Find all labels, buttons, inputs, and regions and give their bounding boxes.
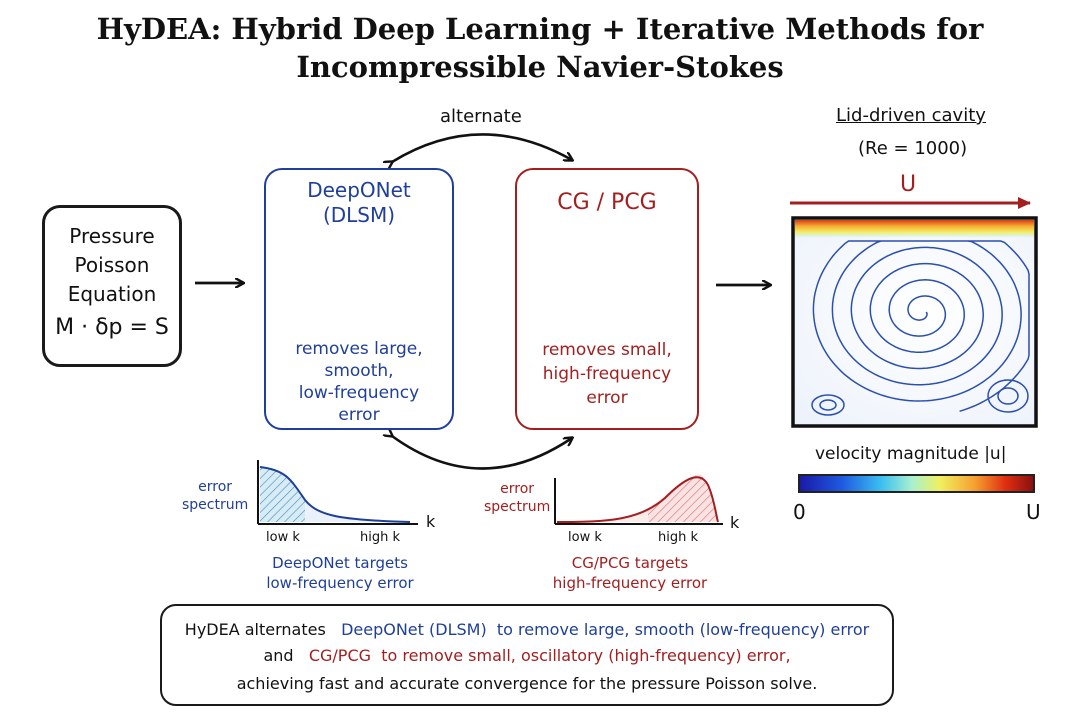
cavity-plot [790,197,1038,428]
spectrum-left-tick-high: high k [360,530,401,545]
pressure-equation: M · δp = S [55,315,169,340]
summary-l2-cg: CG/PCG [308,646,372,665]
alternate-label: alternate [440,106,522,127]
spectrum-right-caption-2: high-frequency error [552,574,708,592]
colorbar-min: 0 [793,500,806,524]
spectrum-right-ylabel-1: error [500,481,535,497]
summary-l1-a: HyDEA alternates [184,620,326,639]
spectrum-right-tick-low: low k [568,530,602,545]
pressure-poisson-box: Pressure Poisson Equation M · δp = S [42,205,182,367]
page-title: HyDEA: Hybrid Deep Learning + Iterative … [0,10,1080,86]
colorbar-label: velocity magnitude |u| [815,444,1007,464]
spectrum-right-axis: k [730,513,740,532]
spectrum-right-caption: CG/PCG targets high-frequency error [535,553,725,593]
deeponet-subtitle: (DLSM) [322,203,396,227]
cg-desc-2: high-frequency [542,364,672,384]
cavity-title: Lid-driven cavity [836,105,986,126]
summary-l1-deeponet: DeepONet (DLSM) [341,620,487,639]
deeponet-desc-4: error [338,405,380,425]
cavity-reynolds: (Re = 1000) [858,138,968,159]
deeponet-desc-3: low-frequency [298,383,420,403]
lid-velocity-label: U [900,172,917,197]
spectrum-right-tick-high: high k [658,530,699,545]
spectrum-left-ylabel-2: spectrum [182,497,249,513]
spectrum-left-axis: k [426,512,436,531]
corner-eddy [811,394,845,416]
spectrum-left-ylabel-1: error [198,479,233,495]
spectrum-left-caption-1: DeepONet targets [272,554,408,572]
summary-line-1: HyDEA alternates DeepONet (DLSM) to remo… [162,620,892,639]
alternate-arrow-top [392,133,572,162]
pressure-line-2: Poisson [74,253,150,277]
title-line-2: Incompressible Navier-Stokes [296,50,784,84]
corner-eddy [987,379,1029,413]
summary-line-3: achieving fast and accurate convergence … [236,674,818,693]
cg-pcg-box: CG / PCG removes small, high-frequency e… [515,168,699,430]
cavity-boundary [791,216,1038,428]
spectrum-left-plot [257,460,418,525]
velocity-colorbar [798,474,1035,493]
summary-l2-a: and [263,646,294,665]
spectrum-right-caption-1: CG/PCG targets [571,554,689,572]
spectrum-right-ylabel-2: spectrum [484,499,551,515]
cg-title: CG / PCG [557,190,657,215]
title-line-1: HyDEA: Hybrid Deep Learning + Iterative … [96,12,984,46]
colorbar-max: U [1026,500,1041,524]
cavity-spiral [812,240,1030,413]
deeponet-box: DeepONet (DLSM) removes large, smooth, l… [264,168,454,430]
summary-l2-c: to remove small, oscillatory (high-frequ… [381,646,791,665]
pressure-line-3: Equation [67,282,157,306]
spectrum-left-caption-2: low-frequency error [266,574,414,592]
spectrum-left-ylabel: error spectrum [182,478,248,514]
deeponet-title: DeepONet [307,178,411,202]
summary-box: HyDEA alternates DeepONet (DLSM) to remo… [160,604,894,706]
alternate-arrow-bottom [392,436,572,470]
spectrum-left-caption: DeepONet targets low-frequency error [250,553,430,593]
deeponet-desc-1: removes large, [295,339,423,359]
summary-line-2: and CG/PCG to remove small, oscillatory … [162,646,892,665]
corner-eddy-inner [997,387,1019,405]
deeponet-desc-2: smooth, [324,361,394,381]
pressure-line-1: Pressure [69,224,155,248]
cg-desc-3: error [586,388,628,408]
spectrum-right-ylabel: error spectrum [484,480,550,516]
spectrum-right-plot [554,474,723,525]
summary-l1-c: to remove large, smooth (low-frequency) … [496,620,870,639]
cg-desc-1: removes small, [542,340,672,360]
corner-eddy-inner [819,399,837,411]
spectrum-left-tick-low: low k [266,530,300,545]
